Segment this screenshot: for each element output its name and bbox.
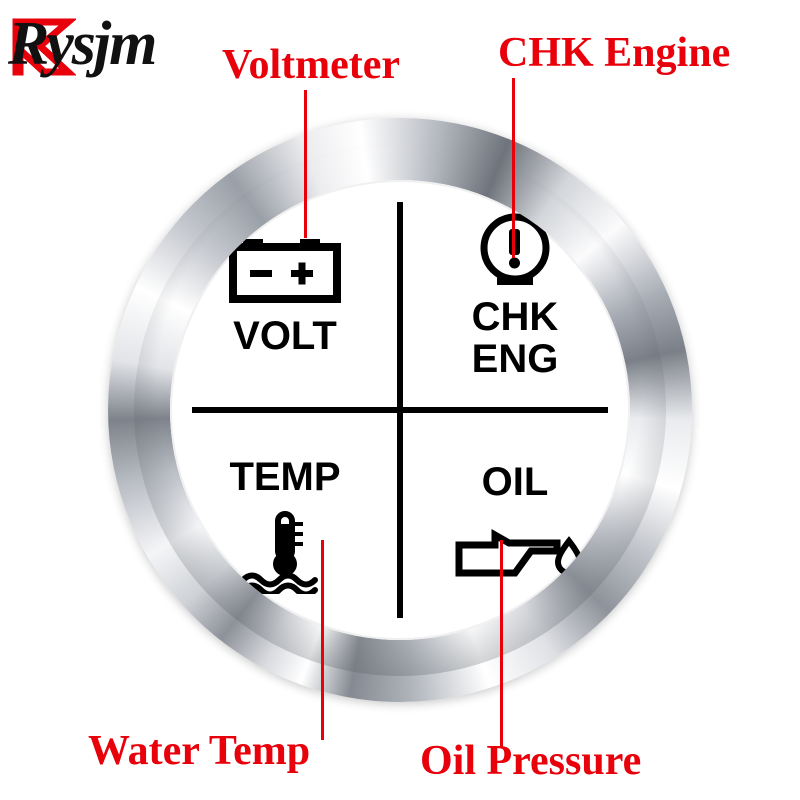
gauge-quadrant-chkeng: CHK ENG bbox=[400, 180, 630, 410]
gauge-quadrant-temp-label: TEMP bbox=[229, 455, 341, 499]
brand-name: Rysjm bbox=[8, 10, 157, 78]
leader-line-chk-engine bbox=[512, 78, 515, 258]
gauge-divider-horizontal bbox=[192, 407, 608, 413]
leader-line-oil-pressure bbox=[500, 540, 503, 748]
gauge-quadrant-temp: TEMP bbox=[170, 410, 400, 640]
oil-can-icon bbox=[455, 528, 584, 577]
gauge-quadrant-volt-label: VOLT bbox=[233, 314, 337, 358]
leader-line-voltmeter bbox=[304, 90, 307, 238]
red-swoosh-logo-icon bbox=[12, 18, 76, 76]
check-engine-warning-icon bbox=[480, 213, 550, 285]
annotation-chk-engine: CHK Engine bbox=[498, 30, 731, 76]
battery-icon bbox=[229, 239, 341, 303]
gauge-quadrant-oil-label: OIL bbox=[481, 460, 549, 504]
leader-line-water-temp bbox=[321, 540, 324, 740]
gauge-quadrant-chkeng-label-line1: CHK bbox=[471, 295, 559, 339]
brand-logo: Rysjm bbox=[8, 10, 208, 82]
gauge-quadrant-volt: VOLT bbox=[170, 180, 400, 410]
annotation-oil-pressure: Oil Pressure bbox=[420, 738, 642, 784]
annotation-water-temp: Water Temp bbox=[88, 728, 311, 774]
gauge-assembly: VOLT CHK ENG TEMP bbox=[108, 118, 692, 702]
annotation-voltmeter: Voltmeter bbox=[222, 42, 401, 88]
gauge-quadrant-chkeng-label: CHK ENG bbox=[472, 296, 559, 380]
gauge-face: VOLT CHK ENG TEMP bbox=[170, 180, 630, 640]
water-temperature-icon bbox=[240, 511, 318, 594]
gauge-quadrant-oil: OIL bbox=[400, 410, 630, 640]
gauge-quadrant-chkeng-label-line2: ENG bbox=[471, 337, 559, 381]
